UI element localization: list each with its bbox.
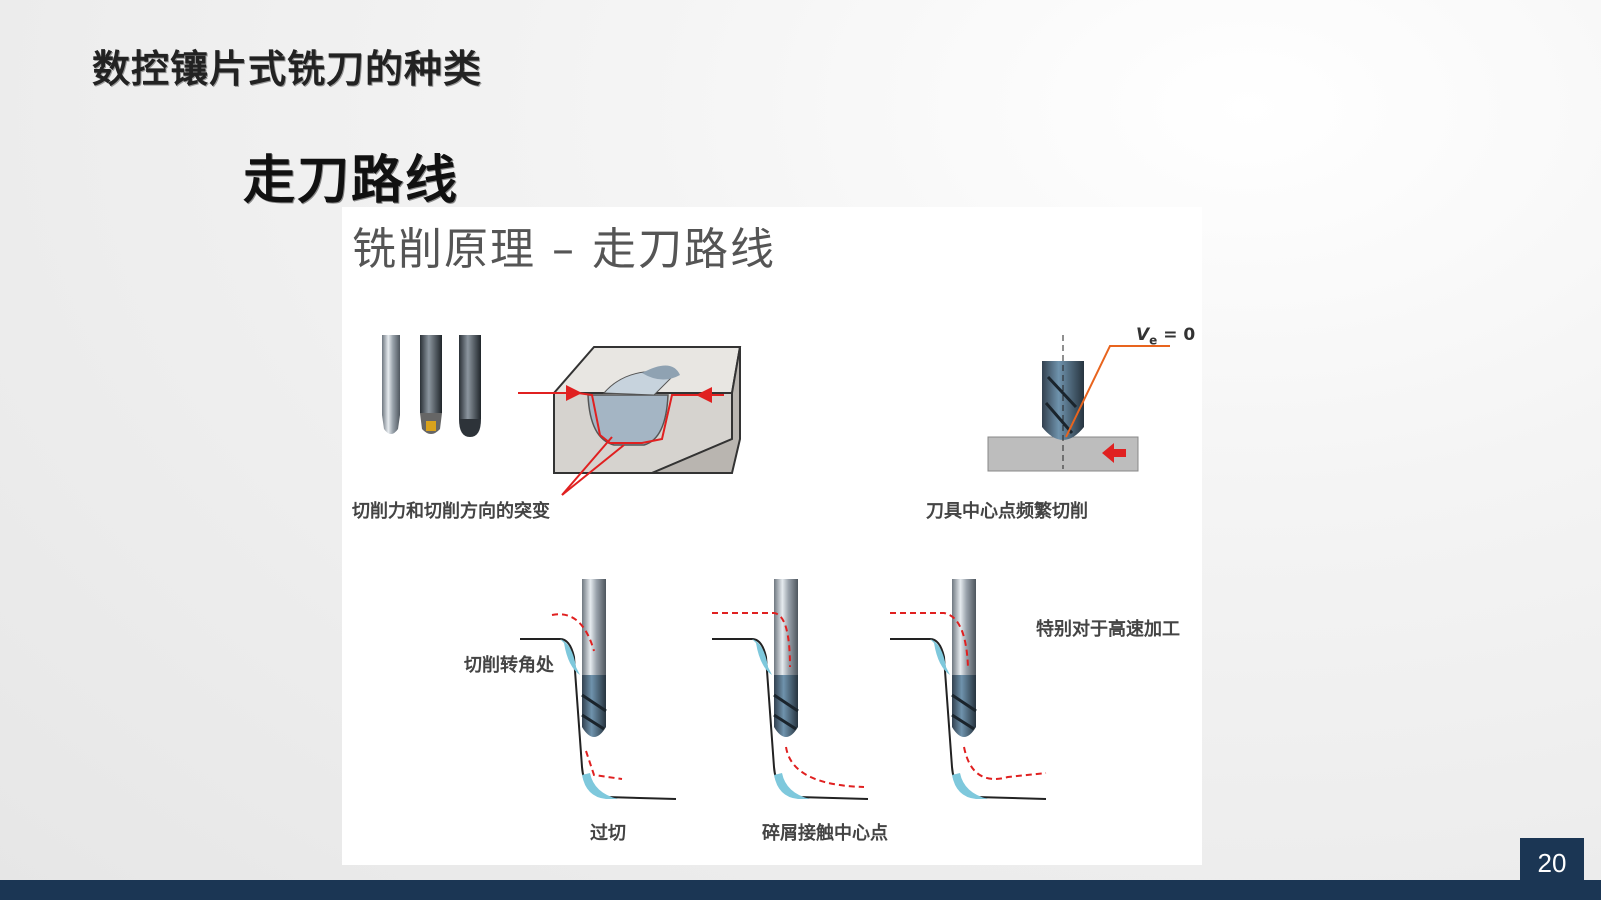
caption-center-point-cutting: 刀具中心点频繁切削 [926, 501, 1088, 522]
center-point-cutter-icon [987, 335, 1170, 472]
figure-illustration [382, 335, 1170, 800]
footer-bar [0, 880, 1601, 900]
figure-heading: 铣削原理 – 走刀路线 [352, 224, 776, 275]
ball-end-tools-icon [382, 335, 481, 437]
caption-high-speed: 特别对于高速加工 [1036, 619, 1180, 640]
cut-path-lines [518, 385, 724, 496]
corner-cutting-diagrams [520, 579, 1047, 800]
page-number-badge: 20 [1520, 838, 1584, 888]
caption-chip-contact-center: 碎屑接触中心点 [762, 823, 888, 844]
workpiece-block-icon [551, 346, 742, 474]
slide-title: 数控镶片式铣刀的种类 [92, 46, 483, 91]
caption-cut-direction-change: 切削力和切削方向的突变 [352, 501, 550, 522]
caption-overcut: 过切 [590, 823, 626, 844]
milling-principle-figure: 铣削原理 – 走刀路线 Ve = 0 切削力和切削方向的突变 刀具中心点频繁切削… [342, 207, 1202, 865]
ve-zero-label: Ve = 0 [1136, 325, 1196, 348]
caption-corner-cutting: 切削转角处 [464, 655, 554, 676]
slide-subtitle: 走刀路线 [243, 150, 460, 211]
